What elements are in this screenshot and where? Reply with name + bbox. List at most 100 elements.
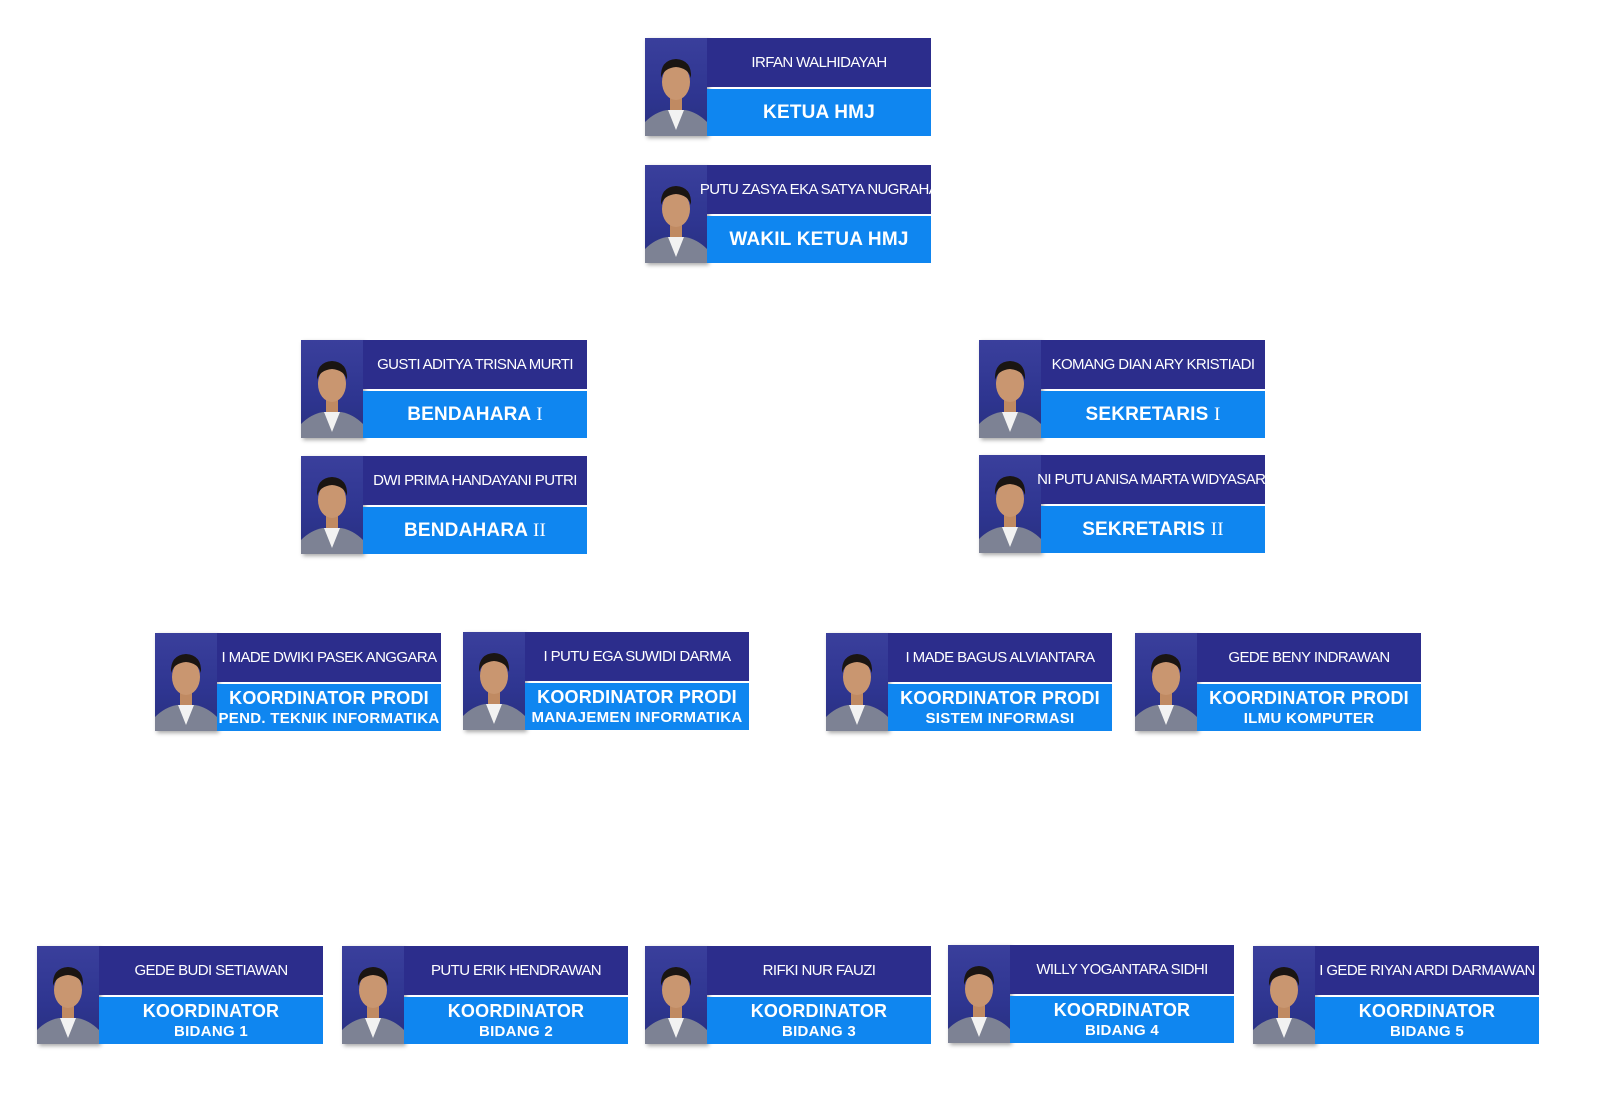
role-title-line: SEKRETARIS I — [1085, 403, 1221, 425]
role-title-line: KETUA HMJ — [763, 101, 875, 123]
role-title: KOORDINATOR — [750, 1000, 888, 1021]
role-title: KETUA HMJ — [763, 101, 875, 123]
role-title: KOORDINATOR PRODI — [229, 687, 429, 708]
role-title: KOORDINATOR — [447, 1000, 585, 1021]
member-card-ketua: IRFAN WALHIDAYAH KETUA HMJ — [645, 38, 931, 136]
role-title-line: BENDAHARA I — [407, 403, 543, 425]
role-title-line: KOORDINATOR PRODI — [1209, 687, 1409, 708]
member-name: PUTU ERIK HENDRAWAN — [404, 946, 628, 995]
member-photo — [1253, 946, 1315, 1044]
role-title: BENDAHARA — [407, 403, 531, 425]
member-photo — [301, 340, 363, 438]
role-title-line: KOORDINATOR PRODI — [537, 686, 737, 707]
member-name: PUTU ZASYA EKA SATYA NUGRAHA — [700, 165, 939, 214]
member-name: I GEDE RIYAN ARDI DARMAWAN — [1315, 946, 1539, 995]
member-photo — [826, 633, 888, 731]
member-photo — [979, 340, 1041, 438]
member-photo — [979, 455, 1041, 553]
member-photo — [301, 456, 363, 554]
member-role-bar: SEKRETARIS II — [1041, 506, 1265, 553]
member-name: I PUTU EGA SUWIDI DARMA — [525, 632, 749, 681]
role-title-line: KOORDINATOR — [142, 1000, 280, 1021]
role-title-line: KOORDINATOR — [1053, 999, 1191, 1020]
role-title: SEKRETARIS — [1082, 518, 1206, 540]
role-subtitle: BIDANG 3 — [781, 1022, 857, 1040]
role-title: KOORDINATOR PRODI — [1209, 687, 1409, 708]
role-numeral: I — [1214, 403, 1221, 425]
member-name: GEDE BUDI SETIAWAN — [99, 946, 323, 995]
member-photo — [645, 165, 707, 263]
member-name: IRFAN WALHIDAYAH — [707, 38, 931, 87]
role-title-line: KOORDINATOR — [447, 1000, 585, 1021]
member-card-sekretaris2: NI PUTU ANISA MARTA WIDYASARI SEKRETARIS … — [979, 455, 1270, 553]
member-role-bar: BENDAHARA II — [363, 507, 587, 554]
role-title-line: KOORDINATOR PRODI — [229, 687, 429, 708]
role-subtitle: BIDANG 1 — [173, 1022, 249, 1040]
member-name: GEDE BENY INDRAWAN — [1197, 633, 1421, 682]
member-name: RIFKI NUR FAUZI — [707, 946, 931, 995]
role-title: BENDAHARA — [403, 519, 528, 541]
role-title: KOORDINATOR PRODI — [537, 686, 737, 707]
member-card-wakil: PUTU ZASYA EKA SATYA NUGRAHA WAKIL KETUA … — [645, 165, 939, 263]
role-numeral: II — [1210, 518, 1224, 540]
role-title-line: KOORDINATOR — [1358, 1000, 1496, 1021]
member-role-bar: KETUA HMJ — [707, 89, 931, 136]
role-subtitle: BIDANG 5 — [1389, 1022, 1465, 1040]
member-name: I MADE BAGUS ALVIANTARA — [888, 633, 1112, 682]
member-name: GUSTI ADITYA TRISNA MURTI — [363, 340, 587, 389]
member-photo — [948, 945, 1010, 1043]
role-title: SEKRETARIS — [1085, 403, 1209, 425]
role-title: KOORDINATOR — [1053, 999, 1191, 1020]
member-name: WILLY YOGANTARA SIDHI — [1010, 945, 1234, 994]
member-role-bar: SEKRETARIS I — [1041, 391, 1265, 438]
role-title: KOORDINATOR — [1358, 1000, 1496, 1021]
member-card-bendahara1: GUSTI ADITYA TRISNA MURTI BENDAHARA I — [301, 340, 587, 438]
role-numeral: I — [536, 403, 543, 425]
member-role-bar: BENDAHARA I — [363, 391, 587, 438]
role-numeral: II — [532, 519, 547, 541]
member-role-bar: WAKIL KETUA HMJ — [707, 216, 931, 263]
member-card-bendahara2: DWI PRIMA HANDAYANI PUTRI BENDAHARA II — [301, 456, 587, 554]
role-title-line: KOORDINATOR — [750, 1000, 888, 1021]
role-title-line: WAKIL KETUA HMJ — [729, 229, 908, 250]
role-title-line: KOORDINATOR PRODI — [900, 687, 1100, 708]
role-title-line: BENDAHARA II — [403, 519, 547, 541]
role-title-line: SEKRETARIS II — [1082, 518, 1224, 540]
role-title: KOORDINATOR PRODI — [900, 687, 1100, 708]
member-photo — [645, 946, 707, 1044]
member-photo — [645, 38, 707, 136]
member-card-koord-si: I MADE BAGUS ALVIANTARA KOORDINATOR PRODI… — [826, 633, 1112, 731]
member-photo — [342, 946, 404, 1044]
member-photo — [155, 633, 217, 731]
member-name: NI PUTU ANISA MARTA WIDYASARI — [1037, 455, 1270, 504]
member-name: KOMANG DIAN ARY KRISTIADI — [1041, 340, 1265, 389]
member-photo — [463, 632, 525, 730]
role-subtitle: PEND. TEKNIK INFORMATIKA — [218, 709, 440, 727]
role-subtitle: ILMU KOMPUTER — [1243, 709, 1375, 727]
role-subtitle: BIDANG 2 — [478, 1022, 554, 1040]
member-name: DWI PRIMA HANDAYANI PUTRI — [363, 456, 587, 505]
role-title: KOORDINATOR — [142, 1000, 280, 1021]
member-photo — [37, 946, 99, 1044]
member-photo — [1135, 633, 1197, 731]
role-subtitle: SISTEM INFORMASI — [925, 709, 1075, 727]
role-subtitle: BIDANG 4 — [1084, 1021, 1160, 1039]
member-card-sekretaris1: KOMANG DIAN ARY KRISTIADI SEKRETARIS I — [979, 340, 1265, 438]
member-name: I MADE DWIKI PASEK ANGGARA — [217, 633, 441, 682]
